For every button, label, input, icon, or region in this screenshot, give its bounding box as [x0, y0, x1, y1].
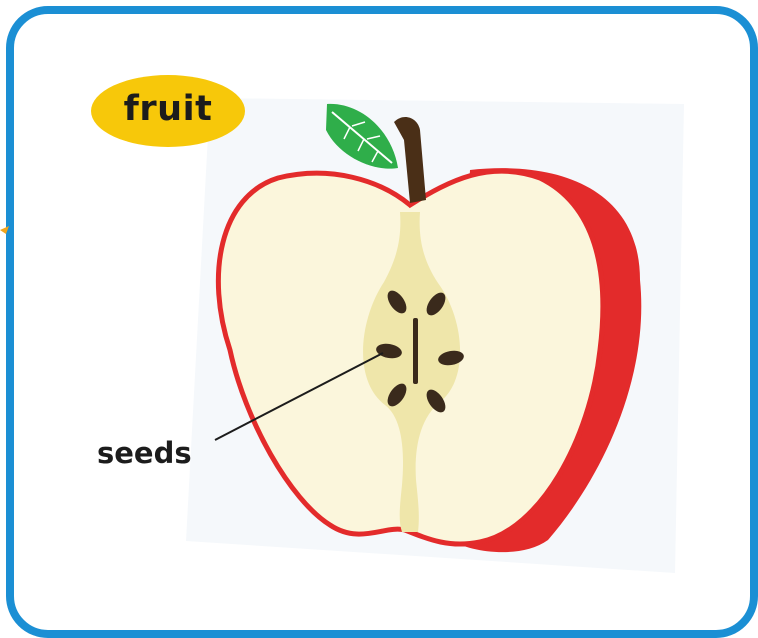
seed-center-line: [413, 318, 418, 384]
title-label: fruit: [124, 89, 213, 129]
seeds-label: seeds: [97, 436, 192, 470]
title-badge: fruit: [91, 75, 245, 147]
